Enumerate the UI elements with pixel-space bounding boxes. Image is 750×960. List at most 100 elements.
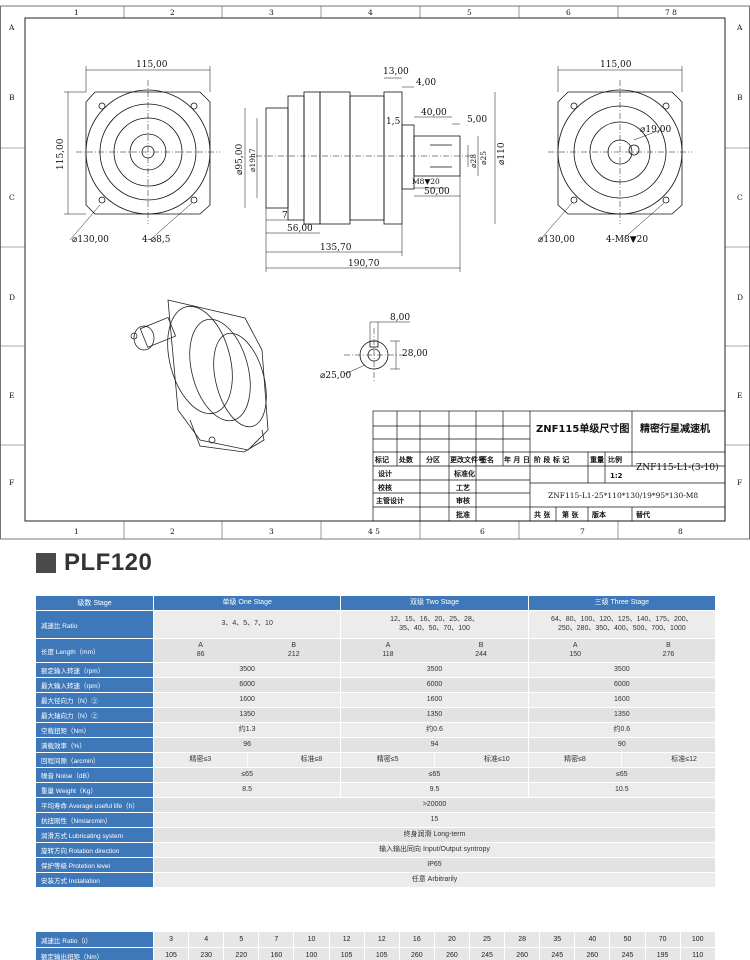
ratio-cell: 7 bbox=[259, 932, 295, 948]
zone-col-label: 8 bbox=[678, 527, 683, 536]
ratio-cell: 10 bbox=[294, 932, 330, 948]
title-block-col: 分区 bbox=[426, 455, 440, 464]
header-two-stage: 双级 Two Stage bbox=[341, 596, 529, 611]
ratio-three-stage: 64、80、100、120、125、140、175、200、 250、280、3… bbox=[528, 611, 716, 639]
table-cell: 3500 bbox=[154, 663, 342, 678]
title-block-spec-line: ZNF115-L1-25*110*130/19*95*130-M8 bbox=[548, 491, 698, 500]
title-block-col: 处数 bbox=[398, 455, 414, 464]
dim-side-190: 190,70 bbox=[348, 259, 380, 269]
title-block-bottom: 替代 bbox=[636, 510, 650, 519]
dim-side-135: 135,70 bbox=[320, 243, 352, 253]
dim-rear-width: 115,00 bbox=[600, 60, 632, 70]
zone-row-label: C bbox=[9, 193, 15, 202]
zone-col-label: 5 bbox=[467, 8, 472, 17]
row-label: 润滑方式 Lubricating system bbox=[36, 828, 154, 843]
torque-cell: 100 bbox=[294, 948, 330, 960]
isometric-view bbox=[130, 299, 269, 453]
zone-row-label: E bbox=[737, 391, 742, 400]
ratio-cell: 70 bbox=[645, 932, 681, 948]
title-block-weight: 重量 bbox=[590, 455, 604, 464]
torque-cell: 160 bbox=[259, 948, 295, 960]
technical-drawing: 1 2 3 4 5 6 7 8 1 2 3 4 5 6 7 8 A B C D … bbox=[0, 5, 750, 540]
table-cell: 精密≤5 bbox=[341, 753, 435, 768]
row-label: 旋转方向 Rotation direction bbox=[36, 843, 154, 858]
table-row: 噪音 Noise（dB） ≤65 ≤65 ≤65 bbox=[36, 768, 716, 783]
row-label: 保护等级 Protetion level bbox=[36, 858, 154, 873]
title-block-product: 精密行星减速机 bbox=[640, 422, 710, 435]
key-detail-view bbox=[344, 321, 410, 382]
table-header-row: 级数 Stage 单级 One Stage 双级 Two Stage 三级 Th… bbox=[36, 596, 716, 611]
drawing-svg: 1 2 3 4 5 6 7 8 1 2 3 4 5 6 7 8 A B C D … bbox=[0, 5, 750, 540]
dim-front-holes: 4-⌀8,5 bbox=[142, 235, 171, 245]
side-view bbox=[244, 77, 496, 272]
ratio-cell: 35 bbox=[540, 932, 576, 948]
ratio-cell: 40 bbox=[575, 932, 611, 948]
row-label: 最大径向力（N）② bbox=[36, 693, 154, 708]
table-cell: IP65 bbox=[154, 858, 716, 873]
square-bullet-icon bbox=[36, 553, 56, 573]
zone-row-label: A bbox=[8, 23, 15, 32]
row-label: 重量 Weight（Kg） bbox=[36, 783, 154, 798]
dim-side-25: ⌀25 bbox=[479, 151, 488, 165]
table-cell: 10.5 bbox=[528, 783, 716, 798]
zone-row-label: C bbox=[737, 193, 743, 202]
section-title: PLF120 bbox=[36, 548, 152, 578]
table-cell: 8.5 bbox=[154, 783, 342, 798]
table-row: 最大轴向力（N）② 1350 1350 1350 bbox=[36, 708, 716, 723]
table-cell: 精密≤8 bbox=[528, 753, 623, 768]
table-cell: 6000 bbox=[154, 678, 342, 693]
title-block-mid: 批准 bbox=[456, 510, 470, 519]
dim-rear-holes: 4-M8▼20 bbox=[606, 235, 648, 245]
torque-cell: 260 bbox=[399, 948, 435, 960]
table-cell: 90 bbox=[528, 738, 716, 753]
dim-side-4: 4,00 bbox=[416, 78, 436, 88]
zone-col-label: 3 bbox=[269, 8, 274, 17]
ratio-cell: 12 bbox=[364, 932, 400, 948]
zone-row-label: B bbox=[9, 93, 15, 102]
zone-col-label: 6 bbox=[480, 527, 485, 536]
table-cell: 精密≤3 bbox=[154, 753, 248, 768]
torque-cell: 220 bbox=[224, 948, 260, 960]
torque-cell: 260 bbox=[575, 948, 611, 960]
ratio-cell: 20 bbox=[434, 932, 470, 948]
table-row: 最大输入转速（rpm） 6000 6000 6000 bbox=[36, 678, 716, 693]
dim-side-110: ⌀110 bbox=[497, 142, 507, 165]
ratio-cell: 3 bbox=[154, 932, 190, 948]
torque-row-label: 额定输出扭矩（Nm） bbox=[36, 948, 154, 960]
zone-row-label: D bbox=[737, 293, 743, 302]
zone-col-label: 7 8 bbox=[665, 8, 677, 17]
dim-key-width: 8,00 bbox=[390, 313, 410, 323]
zone-row-label: D bbox=[9, 293, 15, 302]
table-row: 减速比 Ratio 3、4、5、7、10 12、15、16、20、25、28、 … bbox=[36, 611, 716, 639]
table-cell: 1600 bbox=[154, 693, 342, 708]
dim-key-dia: ⌀25,00 bbox=[320, 371, 351, 381]
table-row: 重量 Weight（Kg） 8.5 9.5 10.5 bbox=[36, 783, 716, 798]
spec-table: 级数 Stage 单级 One Stage 双级 Two Stage 三级 Th… bbox=[36, 596, 716, 888]
torque-cell: 260 bbox=[434, 948, 470, 960]
rear-view bbox=[539, 66, 692, 241]
title-block-bottom: 第 张 bbox=[562, 510, 579, 519]
torque-cell: 245 bbox=[610, 948, 646, 960]
title-block-model: ZNF115-L1-(3-10) bbox=[636, 462, 719, 473]
table-row: 额定输入转速（rpm） 3500 3500 3500 bbox=[36, 663, 716, 678]
table-row: 最大径向力（N）② 1600 1600 1600 bbox=[36, 693, 716, 708]
table-cell: 约0.6 bbox=[528, 723, 716, 738]
table-cell: 约1.3 bbox=[154, 723, 342, 738]
zone-col-label: 4 bbox=[368, 8, 373, 17]
dim-side-13: 13,00 bbox=[383, 67, 409, 77]
table-row: 满载效率（%） 96 94 90 bbox=[36, 738, 716, 753]
ratio-cell: 28 bbox=[505, 932, 541, 948]
ratio-cell: 16 bbox=[399, 932, 435, 948]
zone-row-label: B bbox=[737, 93, 743, 102]
table-row: 保护等级 Protetion level IP65 bbox=[36, 858, 716, 873]
dim-front-width: 115,00 bbox=[136, 60, 168, 70]
ratio-cell: 25 bbox=[469, 932, 506, 948]
dim-side-1-5: 1,5 bbox=[386, 117, 401, 127]
zone-col-label: 4 5 bbox=[368, 527, 380, 536]
dim-rear-bore: ⌀19,00 bbox=[640, 125, 671, 135]
row-label: 抗扭刚性（Nm/arcmin） bbox=[36, 813, 154, 828]
zone-row-label: E bbox=[9, 391, 14, 400]
row-label: 噪音 Noise（dB） bbox=[36, 768, 154, 783]
title-block-col: 更改文件号 bbox=[450, 455, 485, 464]
zone-col-label: 6 bbox=[566, 8, 571, 17]
